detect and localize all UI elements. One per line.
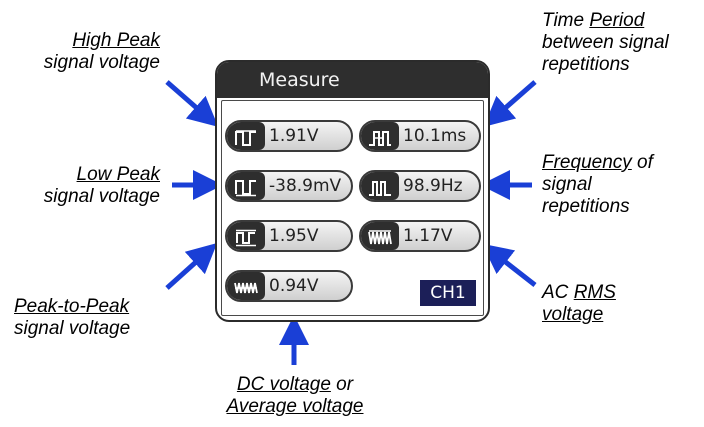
frequency-value: 98.9Hz — [403, 176, 463, 196]
peak-to-peak-value: 1.95V — [269, 226, 319, 246]
arrow-high-peak — [165, 80, 219, 127]
peak-to-peak-reading[interactable]: 1.95V — [225, 220, 353, 252]
dc-average-reading[interactable]: 0.94V — [225, 270, 353, 302]
measure-panel: Measure 1.91V 10.1ms -38.9mV 98.9Hz 1.95… — [215, 60, 490, 322]
annotation-ac-rms: AC RMS voltage — [542, 282, 616, 325]
arrow-time-period — [483, 80, 537, 127]
arrow-ac-rms — [482, 243, 537, 287]
low-peak-value: -38.9mV — [269, 176, 342, 196]
annotation-dc: DC voltage or Average voltage — [226, 374, 364, 417]
annotation-peak-to-peak: Peak-to-Peak signal voltage — [14, 296, 131, 339]
pulse-frequency-icon — [361, 172, 399, 200]
frequency-reading[interactable]: 98.9Hz — [359, 170, 481, 202]
square-wave-peak-to-peak-icon — [227, 222, 265, 250]
pulse-period-icon — [361, 122, 399, 150]
panel-title: Measure — [217, 62, 488, 98]
annotation-high-peak: High Peak signal voltage — [43, 30, 160, 73]
annotation-time-period: Time Period between signal repetitions — [542, 10, 669, 75]
low-peak-reading[interactable]: -38.9mV — [225, 170, 353, 202]
ac-rms-reading[interactable]: 1.17V — [359, 220, 481, 252]
high-peak-value: 1.91V — [269, 126, 319, 146]
high-peak-reading[interactable]: 1.91V — [225, 120, 353, 152]
arrow-peak-to-peak — [165, 242, 218, 290]
dc-average-value: 0.94V — [269, 276, 319, 296]
time-period-value: 10.1ms — [403, 126, 467, 146]
dc-average-wave-icon — [227, 272, 265, 300]
annotation-low-peak: Low Peak signal voltage — [43, 164, 160, 207]
ac-rms-value: 1.17V — [403, 226, 453, 246]
time-period-reading[interactable]: 10.1ms — [359, 120, 481, 152]
channel-badge[interactable]: CH1 — [420, 280, 476, 306]
square-wave-high-icon — [227, 122, 265, 150]
annotation-frequency: Frequency of signal repetitions — [542, 152, 653, 217]
square-wave-low-icon — [227, 172, 265, 200]
sine-rms-icon — [361, 222, 399, 250]
